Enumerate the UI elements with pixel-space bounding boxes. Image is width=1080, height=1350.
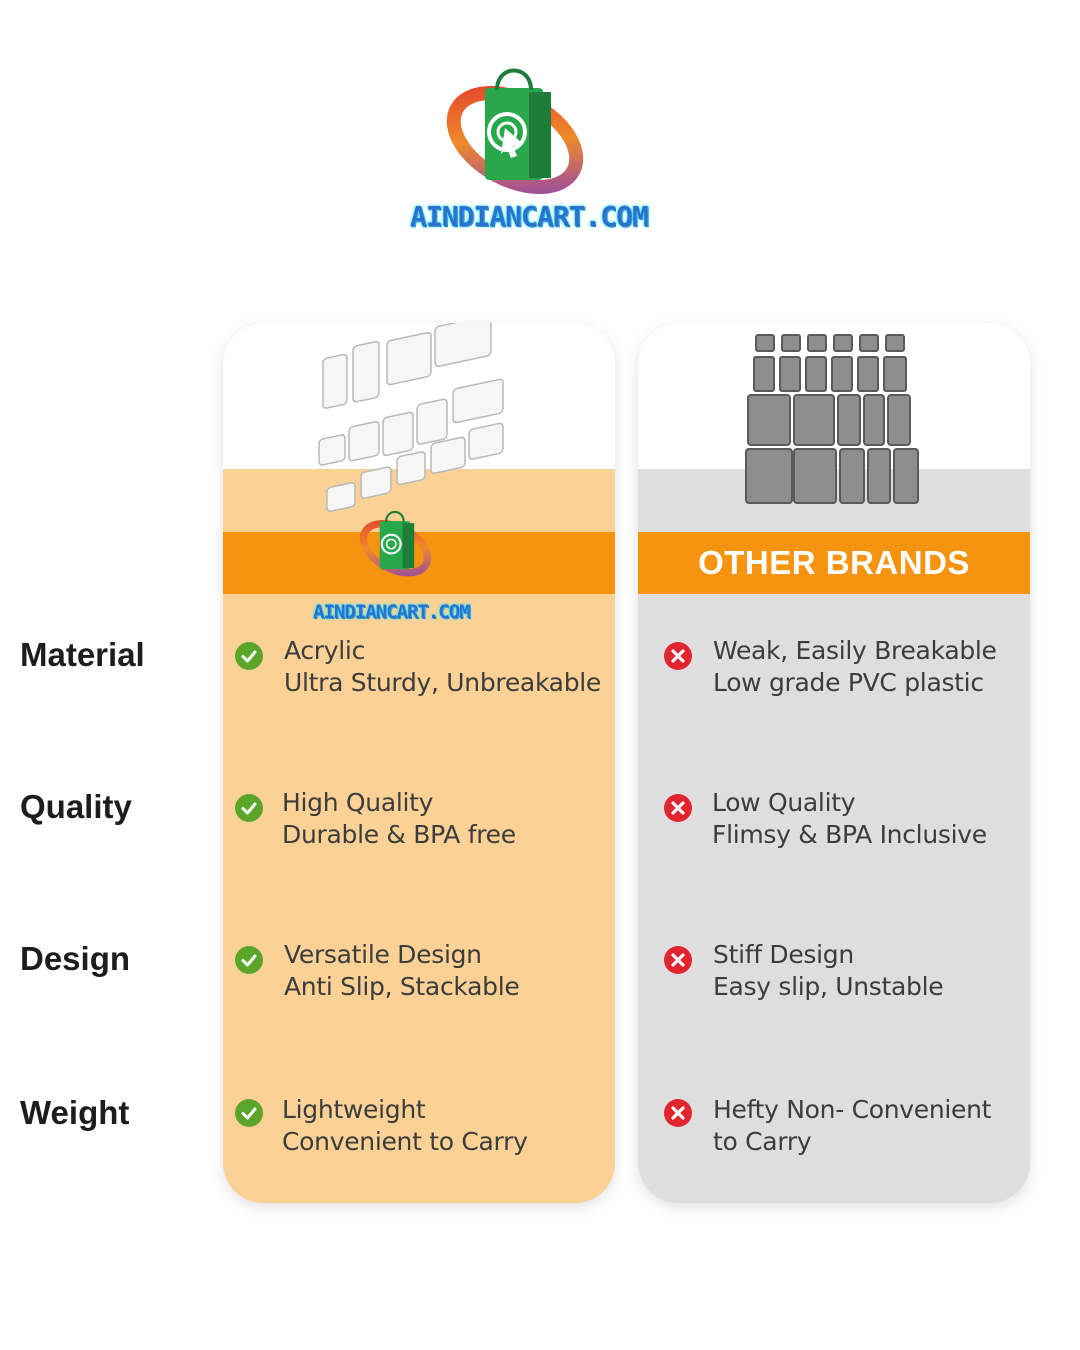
feature-line-1: Lightweight [282,1095,426,1124]
other-brands-header: OTHER BRANDS [698,544,970,581]
row-label-design: Design [20,940,131,977]
row-label-quality: Quality [20,788,132,825]
shopping-bag-logo-small-icon [359,510,431,577]
feature-weight-other: Hefty Non- Convenient to Carry [713,1094,991,1158]
feature-line-1: Acrylic [284,636,366,665]
feature-material-other: Weak, Easily Breakable Low grade PVC pla… [713,635,997,699]
row-label-material: Material [20,636,145,673]
feature-line-2: Easy slip, Unstable [713,972,944,1001]
x-circle-icon [664,642,692,670]
clear-organizer-trays-image [318,323,504,513]
feature-line-1: Hefty Non- Convenient [713,1095,992,1124]
feature-material-ours: Acrylic Ultra Sturdy, Unbreakable [284,635,601,699]
feature-line-2: Convenient to Carry [282,1127,528,1156]
feature-line-2: to Carry [713,1127,812,1156]
feature-design-ours: Versatile Design Anti Slip, Stackable [284,939,520,1003]
feature-line-1: Weak, Easily Breakable [713,636,997,665]
feature-line-1: Versatile Design [284,940,482,969]
feature-line-1: High Quality [282,788,434,817]
x-circle-icon [664,946,692,974]
feature-quality-other: Low Quality Flimsy & BPA Inclusive [712,787,987,851]
feature-line-2: Flimsy & BPA Inclusive [712,820,987,849]
x-circle-icon [664,1099,692,1127]
feature-line-2: Anti Slip, Stackable [284,972,520,1001]
check-circle-icon [235,794,263,822]
feature-line-1: Stiff Design [713,940,854,969]
feature-weight-ours: Lightweight Convenient to Carry [282,1094,528,1158]
check-circle-icon [235,946,263,974]
other-header-band: OTHER BRANDS [638,532,1030,594]
gray-organizer-trays-image [745,334,919,504]
x-circle-icon [664,794,692,822]
brand-logo: AINDIANCART.COM [405,60,649,240]
feature-line-2: Low grade PVC plastic [713,668,984,697]
other-brands-column: OTHER BRANDS Weak, Easily Breakable Low … [638,323,1030,1203]
check-circle-icon [235,1099,263,1127]
brand-wordmark: AINDIANCART.COM [410,200,649,233]
shopping-bag-logo-icon [446,68,584,194]
our-product-column: AINDIANCART.COM Acrylic Ultra Sturdy, Un… [223,323,615,1203]
row-label-weight: Weight [20,1094,130,1131]
check-circle-icon [235,642,263,670]
brand-wordmark-small: AINDIANCART.COM [313,601,471,623]
feature-line-2: Ultra Sturdy, Unbreakable [284,668,601,697]
feature-line-1: Low Quality [712,788,856,817]
feature-quality-ours: High Quality Durable & BPA free [282,787,516,851]
feature-design-other: Stiff Design Easy slip, Unstable [713,939,944,1003]
feature-line-2: Durable & BPA free [282,820,516,849]
